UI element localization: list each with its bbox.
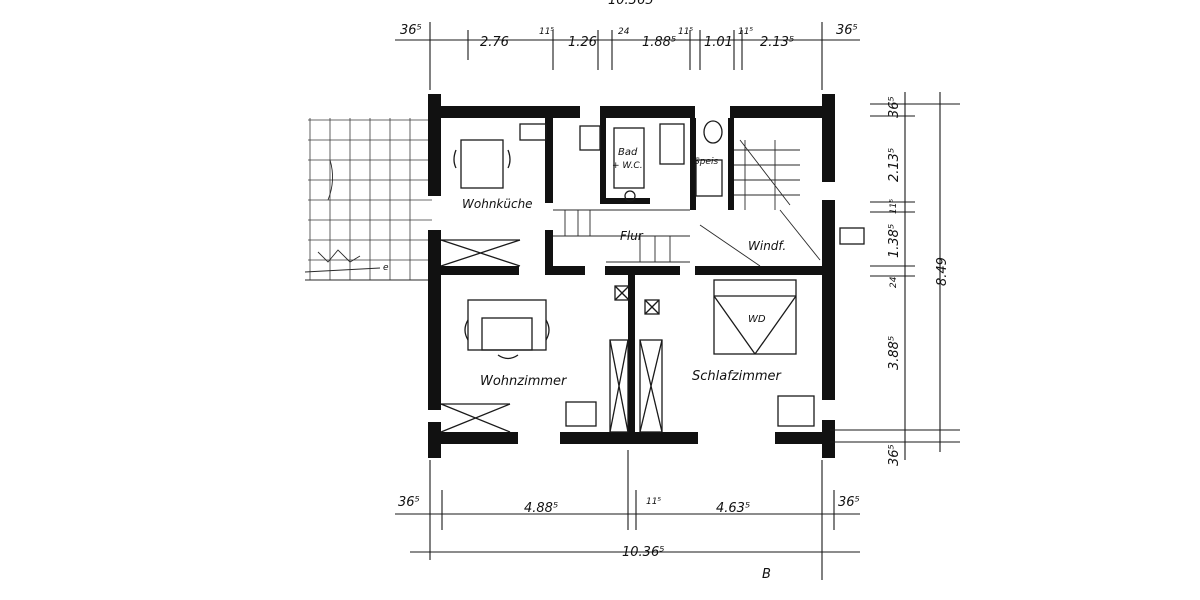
dim-top-9: 2.13⁵ (760, 35, 794, 50)
dim-top-2: 11⁵ (539, 27, 554, 37)
dim-top-10: 36⁵ (836, 23, 858, 38)
dim-top-6: 11⁵ (678, 27, 693, 37)
room-label-wohnkueche: Wohnküche (462, 197, 533, 211)
terrace-grid (304, 118, 432, 281)
room-label-bad-wc: + W.C. (612, 161, 643, 171)
room-label-speis: Speis (694, 157, 718, 167)
room-label-flur: Flur (620, 229, 644, 243)
dim-top-0: 36⁵ (400, 23, 422, 38)
dim-right-2: 11⁵ (889, 199, 899, 214)
dim-bottom-3: 4.63⁵ (716, 501, 750, 516)
dim-right-5: 3.88⁵ (887, 336, 902, 370)
dim-bottom-0: 36⁵ (398, 495, 420, 510)
dim-right-3: 1.38⁵ (887, 224, 902, 258)
room-label-wohnzimmer: Wohnzimmer (480, 374, 568, 389)
dim-bottom-4: 36⁵ (838, 495, 860, 510)
dim-top-3: 1.26 (568, 35, 597, 50)
dim-right-0: 36⁵ (887, 96, 902, 118)
dim-bottom-1: 4.88⁵ (524, 501, 558, 516)
markers: B e (383, 263, 771, 582)
dim-top-8: 11⁵ (738, 27, 753, 37)
room-labels: Wohnküche Bad + W.C. Speis Flur Windf. W… (462, 147, 786, 389)
room-label-schlafzimmer: Schlafzimmer (692, 369, 783, 384)
dimension-labels: 10.365 36⁵ 2.76 11⁵ 1.26 24 1.88⁵ 11⁵ 1.… (398, 0, 950, 560)
dim-right-overall: 8.49 (935, 257, 950, 286)
dim-top-1: 2.76 (480, 35, 509, 50)
dim-right-6: 36⁵ (887, 444, 902, 466)
outer-walls (428, 94, 835, 458)
room-label-bad: Bad (618, 147, 638, 158)
dim-top-5: 1.88⁵ (642, 35, 676, 50)
dim-bottom-2: 11⁵ (646, 497, 661, 507)
dimension-lines (395, 22, 960, 580)
dim-right-1: 2.13⁵ (887, 148, 902, 182)
dim-top-7: 1.01 (704, 35, 733, 50)
edge-marker: e (383, 263, 389, 273)
hall-stairs (553, 139, 821, 267)
bed-label-wd: WD (748, 314, 766, 325)
room-label-windf: Windf. (748, 239, 786, 253)
dim-bottom-overall: 10.36⁵ (622, 545, 664, 560)
section-marker-b: B (762, 567, 771, 582)
dim-top-overall: 10.365 (608, 0, 654, 8)
dim-right-4: 24 (889, 276, 899, 288)
dim-top-4: 24 (618, 27, 630, 37)
furniture (440, 120, 865, 433)
